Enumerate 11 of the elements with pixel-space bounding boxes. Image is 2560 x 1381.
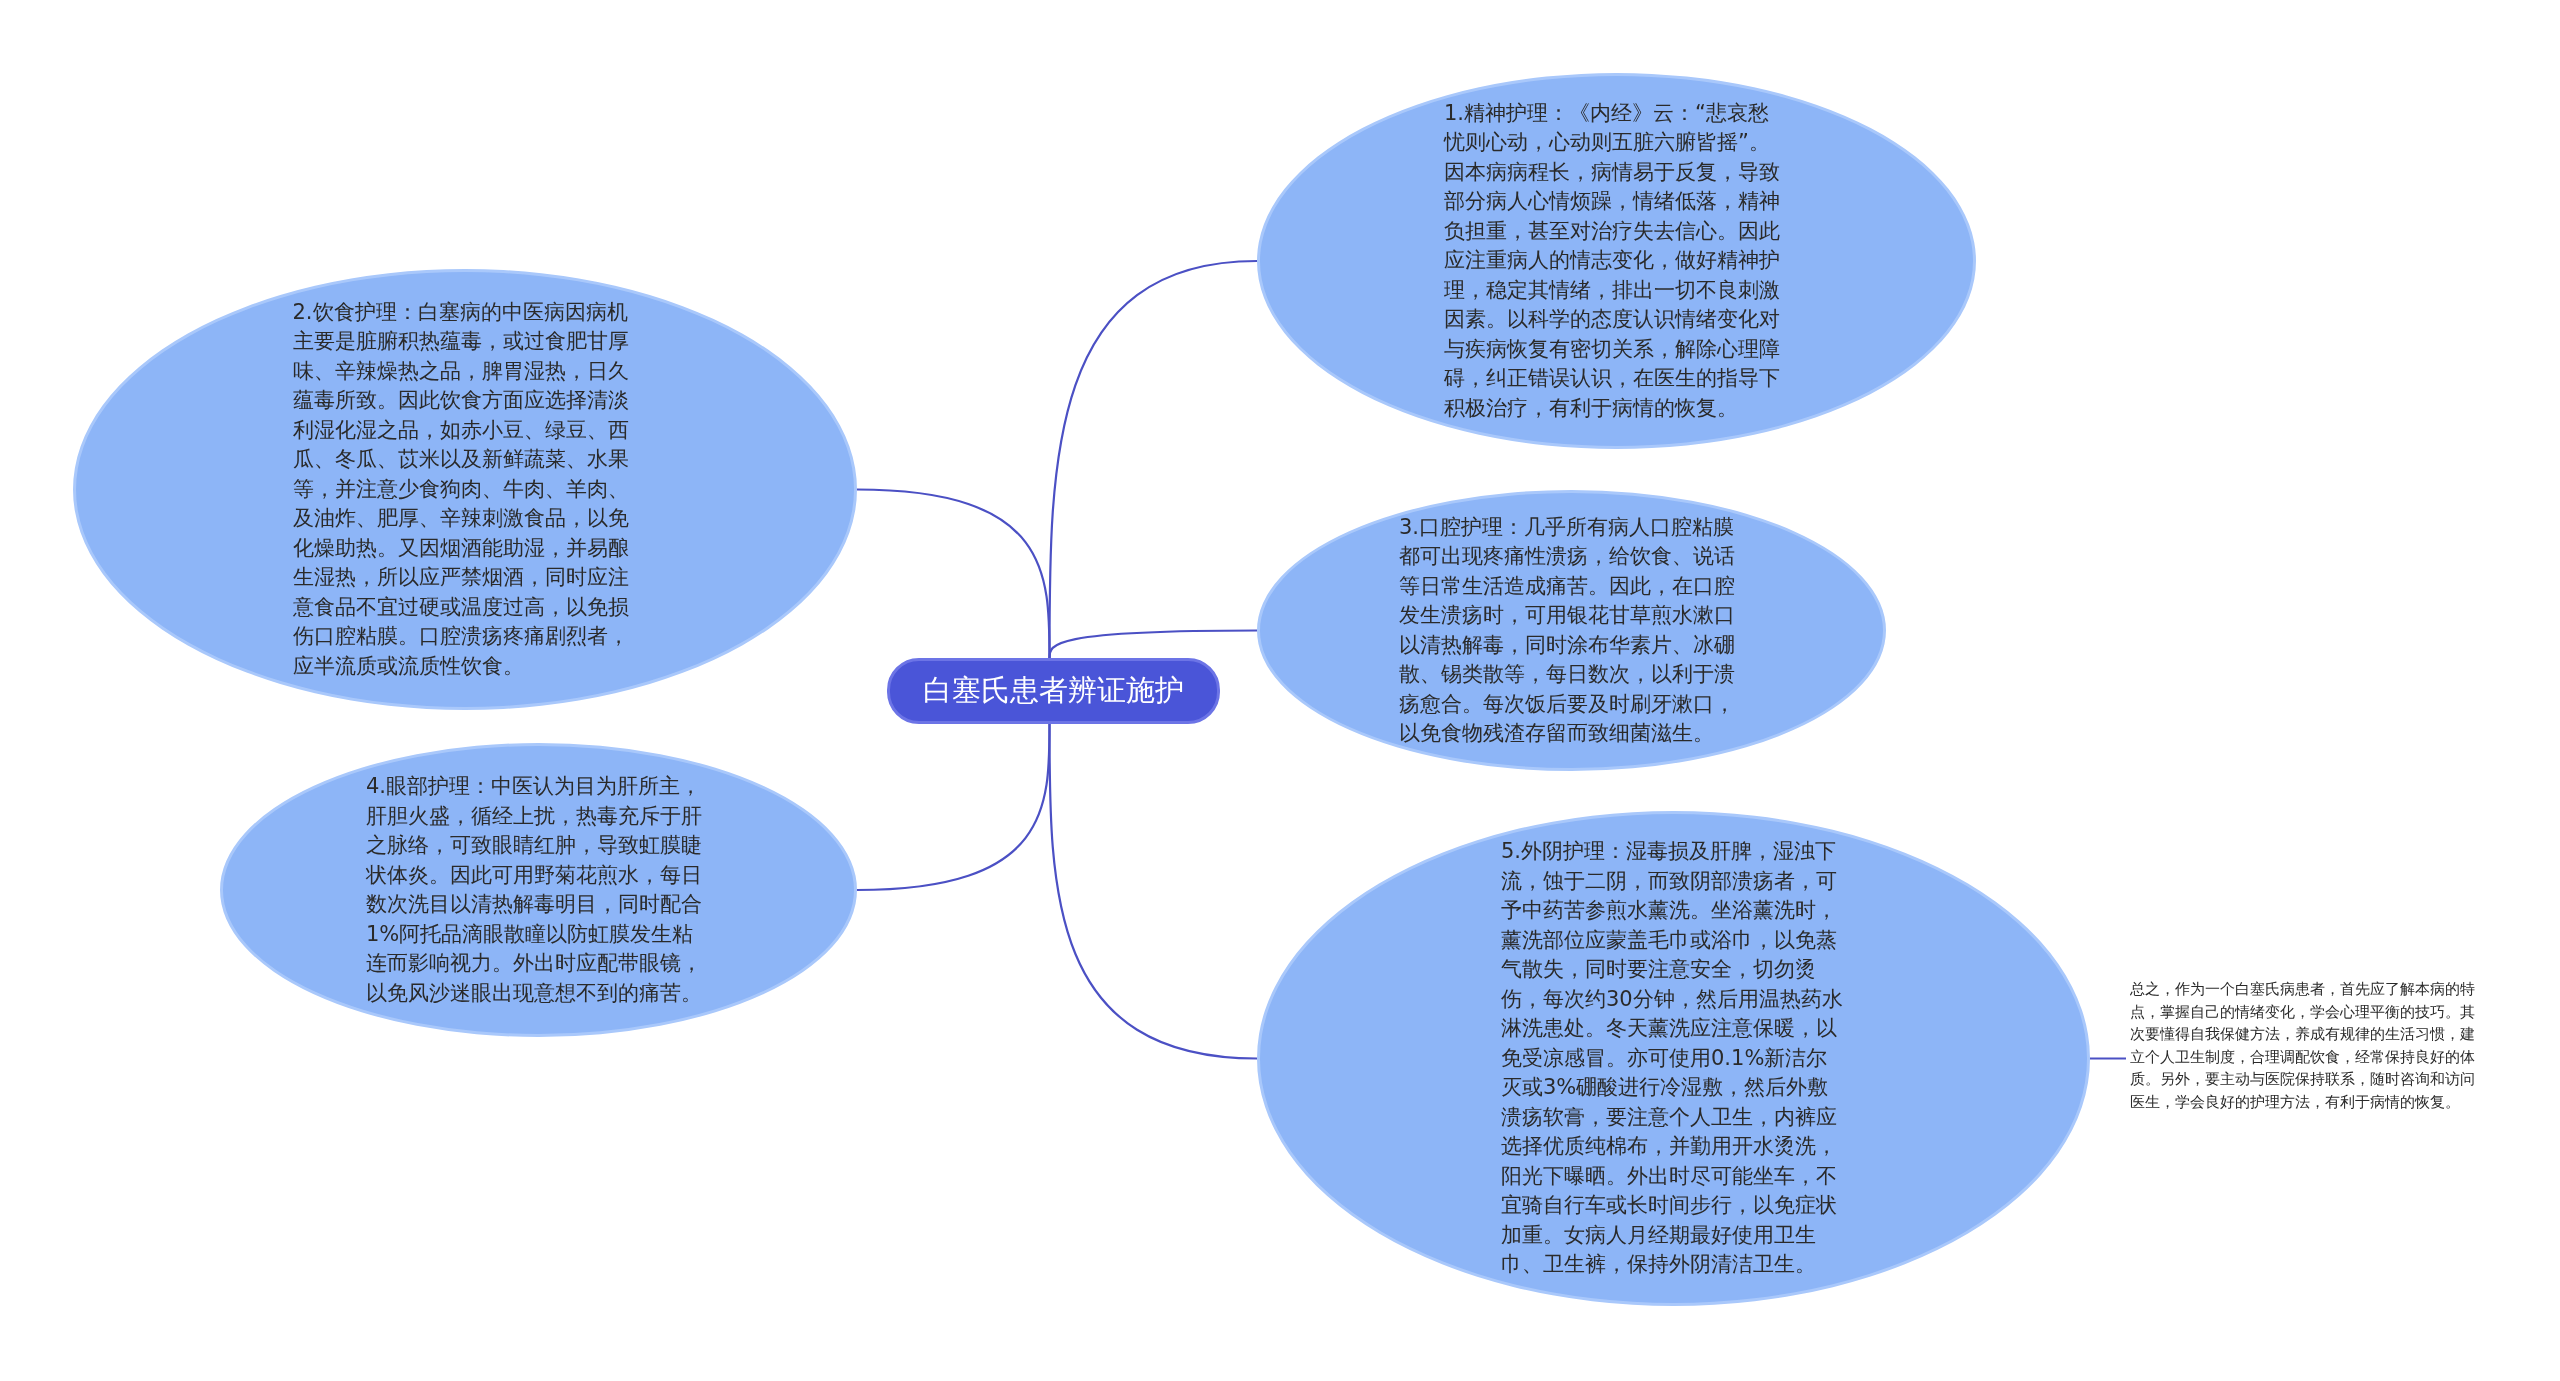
topic-ellipse: 5.外阴护理：湿毒损及肝脾，湿浊下流，蚀于二阴，而致阴部溃疡者，可予中药苦参煎水薰洗。坐浴薰洗时，薰洗部位应蒙盖毛巾或浴巾，以免蒸气散失，同时要注意安全，切勿烫伤，每次约30分钟，然后用温热药水淋洗患处。冬天薰洗应注意保暖，以免受凉感冒。亦可使用0.1%新洁尔灭或3%硼酸进行冷湿敷，然后外敷溃疡软膏，要注意个人卫生，内裤应选择优质纯棉布，并勤用开水烫洗，阳光下曝晒。外出时尽可能坐车，不宜骑自行车或长时间步行，以免症状加重。女病人月经期最好使用卫生巾、卫生裤，保持外阴清洁卫生。: [1257, 811, 2090, 1306]
connector-line: [2090, 1057, 2126, 1060]
topic-ellipse: 1.精神护理：《内经》云：“悲哀愁忧则心动，心动则五脏六腑皆摇”。因本病病程长，病情易于反复，导致部分病人心情烦躁，情绪低落，精神负担重，甚至对治疗失去信心。因此应注重病人的情志变化，做好精神护理，稳定其情绪，排出一切不良刺激因素。以科学的态度认识情绪变化对与疾病恢复有密切关系，解除心理障碍，纠正错误认识，在医生的指导下积极治疗，有利于病情的恢复。: [1257, 73, 1976, 449]
topic-ellipse: 3.口腔护理：几乎所有病人口腔粘膜都可出现疼痛性溃疡，给饮食、说话等日常生活造成痛苦。因此，在口腔发生溃疡时，可用银花甘草煎水漱口以清热解毒，同时涂布华素片、冰硼散、锡类散等，每日数次，以利于溃疡愈合。每次饭后要及时刷牙漱口，以免食物残渣存留而致细菌滋生。: [1257, 490, 1886, 771]
topic-ellipse: 2.饮食护理：白塞病的中医病因病机主要是脏腑积热蕴毒，或过食肥甘厚味、辛辣燥热之品，脾胃湿热，日久蕴毒所致。因此饮食方面应选择清淡利湿化湿之品，如赤小豆、绿豆、西瓜、冬瓜、苡米以及新鲜蔬菜、水果等，并注意少食狗肉、牛肉、羊肉、及油炸、肥厚、辛辣刺激食品，以免化燥助热。又因烟酒能助湿，并易酿生湿热，所以应严禁烟酒，同时应注意食品不宜过硬或温度过高，以免损伤口腔粘膜。口腔溃疡疼痛剧烈者，应半流质或流质性饮食。: [73, 269, 857, 710]
summary-text: 总之，作为一个白塞氏病患者，首先应了解本病的特点，掌握自己的情绪变化，学会心理平衡的技巧。其次要懂得自我保健方法，养成有规律的生活习惯，建立个人卫生制度，合理调配饮食，经常保持良好的体质。另外，要主动与医院保持联系，随时咨询和访问医生，学会良好的护理方法，有利于病情的恢复。: [2130, 978, 2482, 1113]
root-topic: 白塞氏患者辨证施护: [887, 658, 1220, 724]
topic-ellipse: 4.眼部护理：中医认为目为肝所主，肝胆火盛，循经上扰，热毒充斥于肝之脉络，可致眼睛红肿，导致虹膜睫状体炎。因此可用野菊花煎水，每日数次洗目以清热解毒明目，同时配合1%阿托品滴眼散瞳以防虹膜发生粘连而影响视力。外出时应配带眼镜，以免风沙迷眼出现意想不到的痛苦。: [220, 743, 857, 1037]
connector-line: [1048, 629, 1257, 659]
connector-line: [856, 488, 1051, 658]
connector-line: [1048, 724, 1258, 1060]
